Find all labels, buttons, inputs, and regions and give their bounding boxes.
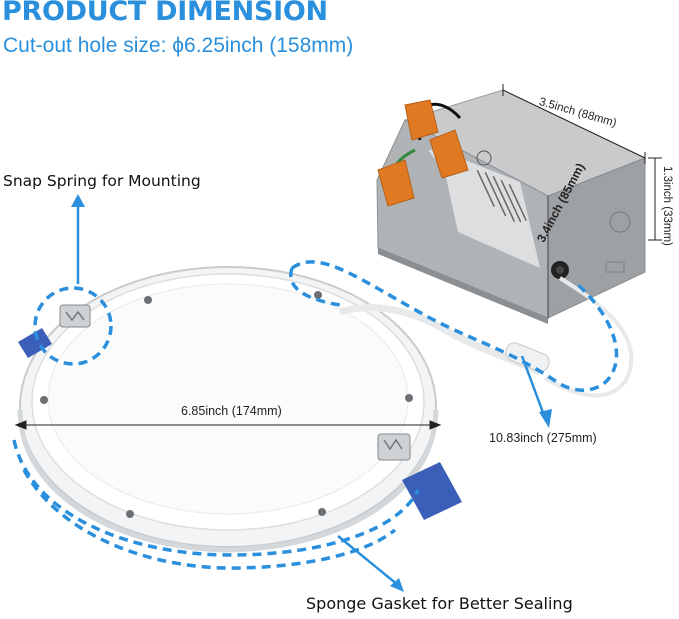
cable-length-label: 10.83inch (275mm) bbox=[489, 431, 597, 445]
cable-leader bbox=[520, 355, 547, 419]
snap-springs bbox=[18, 304, 462, 520]
sponge-gasket-leader bbox=[337, 535, 399, 586]
label-text-lines bbox=[476, 170, 527, 223]
mounting-screws bbox=[40, 291, 413, 518]
sponge-gasket-label: Sponge Gasket for Better Sealing bbox=[306, 594, 573, 613]
wire-connectors bbox=[377, 99, 469, 207]
sponge-gasket-highlight bbox=[12, 439, 420, 557]
page-heading: PRODUCT DIMENSION bbox=[2, 0, 328, 27]
snap-spring-highlight bbox=[33, 286, 113, 366]
junction-box bbox=[376, 89, 647, 324]
snap-spring-label: Snap Spring for Mounting bbox=[3, 172, 201, 190]
dimension-lines bbox=[14, 84, 662, 430]
light-diameter-label: 6.85inch (174mm) bbox=[181, 404, 282, 418]
annotation-overlays bbox=[12, 194, 619, 592]
box-height-label: 1.3inch (33mm) bbox=[661, 166, 673, 246]
cutout-size-subheading: Cut-out hole size: ϕ6.25inch (158mm) bbox=[3, 34, 354, 57]
cable-length-highlight bbox=[290, 260, 619, 392]
